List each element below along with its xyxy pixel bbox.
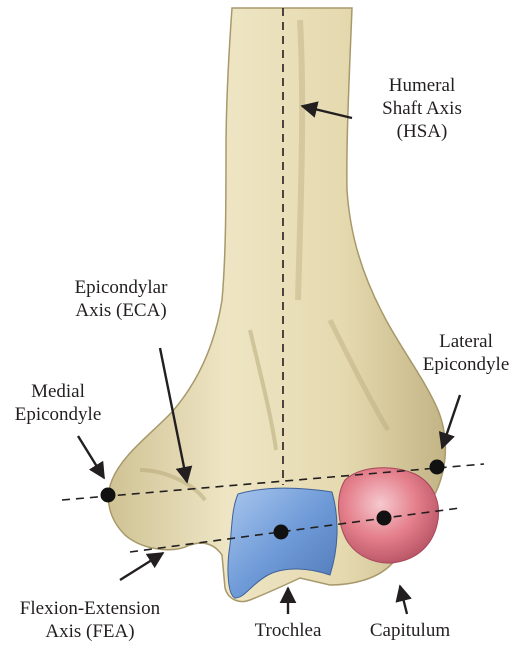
capitulum-label: Capitulum xyxy=(360,619,460,642)
hsa-label: Humeral Shaft Axis (HSA) xyxy=(362,74,482,143)
lateral-epicondyle-label: Lateral Epicondyle xyxy=(412,330,520,376)
trochlea-label: Trochlea xyxy=(240,619,336,642)
fea-label-line-2: Axis (FEA) xyxy=(8,620,172,643)
capitulum-label-text: Capitulum xyxy=(360,619,460,642)
capitulum-center-point xyxy=(377,511,392,526)
lateral-epicondyle-label-line-1: Lateral xyxy=(412,330,520,353)
lateral-epicondyle-point xyxy=(430,460,445,475)
lateral-epicondyle-pointer-arrow xyxy=(442,395,460,448)
trochlea-center-point xyxy=(274,525,289,540)
fea-pointer-arrow xyxy=(120,553,163,580)
eca-label-line-1: Epicondylar xyxy=(66,276,176,299)
medial-epicondyle-label-line-1: Medial xyxy=(4,380,112,403)
hsa-label-line-1: Humeral xyxy=(362,74,482,97)
capitulum-pointer-arrow xyxy=(400,586,407,614)
eca-label: Epicondylar Axis (ECA) xyxy=(66,276,176,322)
hsa-label-line-2: Shaft Axis xyxy=(362,97,482,120)
trochlea-label-text: Trochlea xyxy=(240,619,336,642)
medial-epicondyle-point xyxy=(101,488,116,503)
fea-label-line-1: Flexion-Extension xyxy=(8,597,172,620)
hsa-label-line-3: (HSA) xyxy=(362,120,482,143)
eca-label-line-2: Axis (ECA) xyxy=(66,299,176,322)
medial-epicondyle-pointer-arrow xyxy=(78,436,104,478)
medial-epicondyle-label: Medial Epicondyle xyxy=(4,380,112,426)
lateral-epicondyle-label-line-2: Epicondyle xyxy=(412,353,520,376)
medial-epicondyle-label-line-2: Epicondyle xyxy=(4,403,112,426)
fea-label: Flexion-Extension Axis (FEA) xyxy=(8,597,172,643)
